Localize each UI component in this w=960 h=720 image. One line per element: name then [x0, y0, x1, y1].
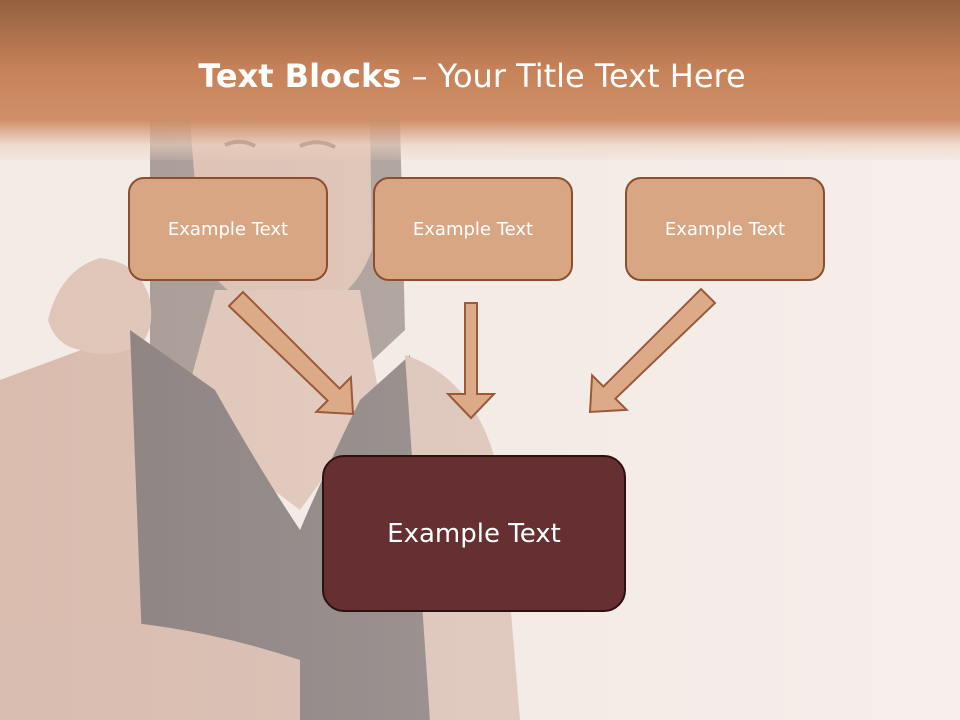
title-bold: Text Blocks: [198, 57, 402, 95]
target-block-label: Example Text: [387, 518, 561, 549]
target-block[interactable]: Example Text: [322, 455, 626, 612]
title-dash: –: [401, 57, 438, 95]
title-band: [0, 0, 960, 160]
arrow-diagonal-left-down: [588, 287, 717, 414]
slide-title: Text Blocks – Your Title Text Here: [0, 54, 944, 98]
arrow-down: [445, 302, 497, 420]
text-block-2-label: Example Text: [412, 218, 534, 240]
text-block-1-label: Example Text: [167, 218, 289, 240]
arrow-diagonal-right-down: [227, 290, 355, 416]
text-block-1[interactable]: Example Text: [128, 177, 328, 281]
text-block-2[interactable]: Example Text: [373, 177, 573, 281]
text-block-3-label: Example Text: [664, 218, 786, 240]
title-rest: Your Title Text Here: [437, 57, 746, 95]
text-block-3[interactable]: Example Text: [625, 177, 825, 281]
